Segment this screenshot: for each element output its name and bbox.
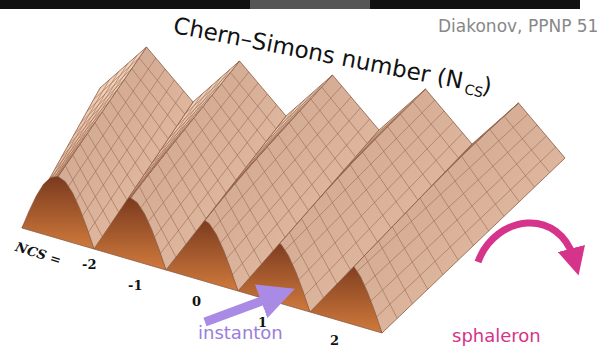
grid-line xyxy=(167,152,207,219)
grid-line xyxy=(157,163,196,231)
grid-line xyxy=(375,234,413,304)
grid-line xyxy=(185,72,231,114)
grid-line xyxy=(490,129,535,187)
grid-line xyxy=(110,101,152,163)
grid-line xyxy=(289,123,332,184)
grid-line xyxy=(362,152,404,214)
grid-line xyxy=(278,135,320,197)
grid-line xyxy=(117,90,160,151)
chern-simons-value: 2 xyxy=(330,334,339,347)
grid-line xyxy=(176,141,216,206)
grid-line xyxy=(94,58,140,100)
top-bar xyxy=(0,0,580,9)
grid-line xyxy=(404,208,444,275)
grid-line xyxy=(375,139,418,200)
grid-line xyxy=(322,87,368,143)
grid-line xyxy=(212,95,256,154)
grid-line xyxy=(504,116,550,172)
grid-line xyxy=(447,169,489,231)
grid-line xyxy=(246,171,286,238)
grid-line xyxy=(413,102,459,158)
grid-line xyxy=(74,90,117,135)
grid-line xyxy=(276,87,322,129)
grid-line xyxy=(61,112,102,158)
chern-simons-value: -1 xyxy=(128,279,142,292)
grid-line xyxy=(80,144,119,212)
grid-line xyxy=(88,133,128,200)
grid-line xyxy=(194,118,236,180)
axis-title-close: ) xyxy=(481,74,494,98)
grid-line xyxy=(388,127,432,186)
grid-line xyxy=(389,221,428,289)
grid-line xyxy=(132,69,177,127)
axis-title: Chern–Simons number (N xyxy=(172,14,465,93)
grid-line xyxy=(475,142,519,201)
grid-line xyxy=(267,147,308,211)
grid-line xyxy=(432,182,473,246)
grid-line xyxy=(400,114,445,172)
grid-line xyxy=(203,107,246,168)
grid-line xyxy=(55,123,95,170)
grid-line xyxy=(80,80,175,220)
grid-line xyxy=(81,79,125,123)
grid-line xyxy=(65,58,156,191)
grid-line xyxy=(87,69,132,112)
grid-line xyxy=(48,133,88,181)
ridge-group xyxy=(22,47,565,333)
grid-line xyxy=(367,102,413,144)
grid-line xyxy=(299,214,337,284)
chern-simons-value: -2 xyxy=(82,258,96,271)
grid-line xyxy=(311,99,356,157)
chern-simons-value: 0 xyxy=(192,295,201,308)
grid-line xyxy=(312,202,351,270)
grid-line xyxy=(95,123,135,188)
grid-line xyxy=(418,195,458,260)
grid-line xyxy=(185,129,226,193)
grid-line xyxy=(350,164,391,228)
top-bar-hatch xyxy=(250,0,370,9)
axis-symbol: NCS = xyxy=(14,240,63,267)
grid-line xyxy=(68,101,110,146)
instanton-arrow xyxy=(205,295,278,322)
ridge-end-face xyxy=(22,177,94,250)
grid-line xyxy=(221,84,266,142)
sphaleron-arrow xyxy=(478,223,575,262)
grid-line xyxy=(235,183,274,251)
instanton-label: instanton xyxy=(198,324,283,342)
grid-line xyxy=(72,69,165,206)
grid-line xyxy=(124,79,168,138)
grid-line xyxy=(224,195,262,265)
grid-line xyxy=(102,112,143,176)
grid-line xyxy=(159,105,277,256)
grid-line xyxy=(256,159,296,224)
grid-line xyxy=(325,189,365,256)
citation: Diakonov, PPNP 51 xyxy=(438,18,598,35)
grid-line xyxy=(337,177,377,242)
grid-line xyxy=(148,175,186,245)
grid-line xyxy=(461,156,504,217)
grid-line xyxy=(230,72,276,128)
grid-line xyxy=(139,58,185,114)
grid-line xyxy=(300,111,344,170)
sphaleron-label: sphaleron xyxy=(452,327,541,345)
